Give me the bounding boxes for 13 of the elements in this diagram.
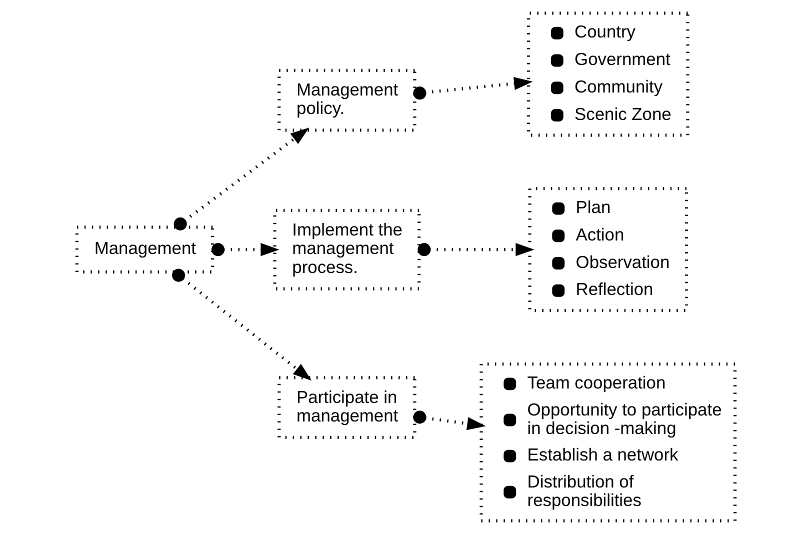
arrow: [173, 128, 309, 230]
node-box: Plan Action Observation Reflection: [528, 187, 688, 312]
node-box: Management policy.: [277, 68, 416, 132]
arrow: [412, 410, 486, 430]
node-box: Implement the management process.: [272, 208, 420, 290]
arrow: [211, 243, 279, 256]
arrow: [417, 243, 534, 256]
node-box: Participate in management: [277, 376, 416, 439]
node-box: Country Government Community Scenic Zone: [526, 12, 689, 137]
node-box: Management: [74, 226, 214, 274]
node-box: Team cooperation Opportunity to participate in decision -making Establish a network Distribution of responsibilities: [479, 362, 736, 522]
arrow: [171, 268, 312, 381]
arrow: [412, 77, 532, 100]
